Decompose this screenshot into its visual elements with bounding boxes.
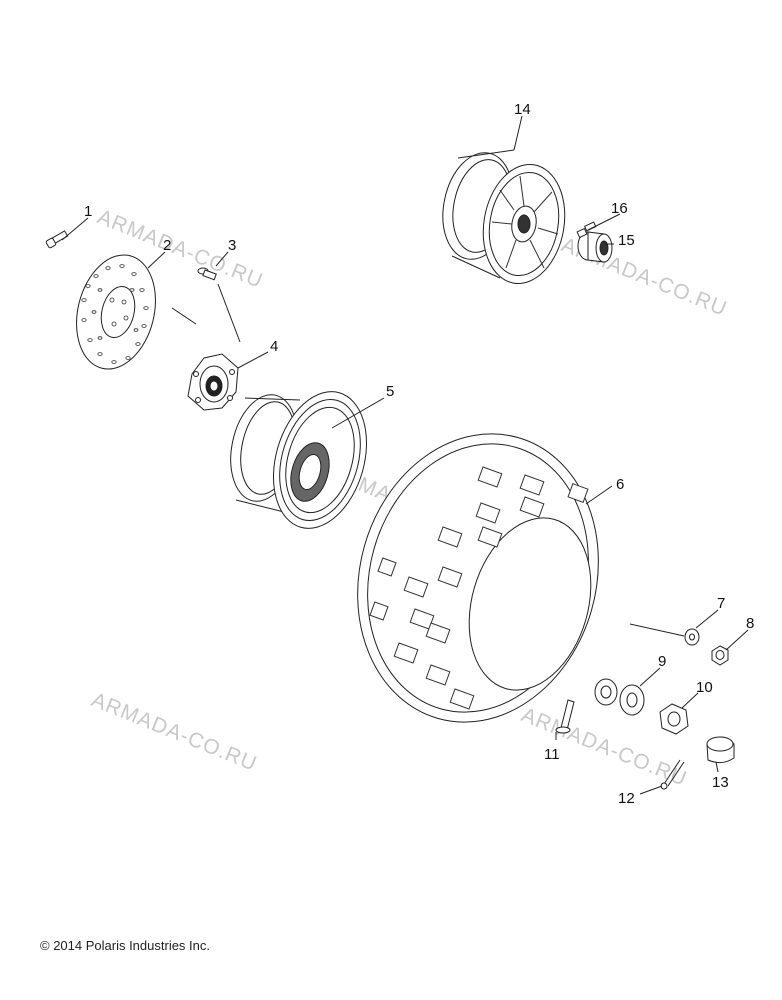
part-11-spindle	[556, 700, 574, 733]
part-8-nut	[712, 646, 728, 665]
callout-10: 10	[696, 679, 713, 696]
part-2-brake-disc	[65, 247, 167, 378]
callout-14: 14	[514, 101, 531, 118]
part-7-washer	[685, 629, 699, 645]
callout-7: 7	[717, 595, 725, 612]
callout-16: 16	[611, 200, 628, 217]
callout-4: 4	[270, 338, 278, 355]
callout-2: 2	[163, 237, 171, 254]
part-3-stud	[198, 268, 216, 280]
leader-lines	[61, 115, 749, 795]
callout-8: 8	[746, 615, 754, 632]
callout-15: 15	[618, 232, 635, 249]
copyright-notice: © 2014 Polaris Industries Inc.	[40, 938, 210, 953]
callout-6: 6	[616, 476, 624, 493]
part-10-castle-nut	[660, 704, 688, 734]
callout-3: 3	[228, 237, 236, 254]
callout-13: 13	[712, 774, 729, 791]
part-4-hub	[188, 354, 238, 410]
callout-11: 11	[544, 746, 560, 763]
watermark-4: ARMADA-CO.RU	[88, 688, 260, 775]
callout-5: 5	[386, 383, 394, 400]
part-9-washers	[595, 679, 644, 715]
callout-labels: 1 2 3 4 5 6 7 8 9 10 11 12 13 14 15 16	[84, 101, 754, 807]
callout-9: 9	[658, 653, 666, 670]
part-5-rim	[221, 381, 381, 540]
part-1-bolt	[46, 231, 68, 249]
part-12-cotter-pin	[661, 760, 684, 789]
part-13-cap	[707, 737, 734, 763]
part-6-tire	[324, 405, 631, 751]
part-14-wheel	[434, 146, 574, 290]
callout-12: 12	[618, 790, 635, 807]
callout-1: 1	[84, 203, 92, 220]
part-15-bearing	[578, 232, 612, 262]
